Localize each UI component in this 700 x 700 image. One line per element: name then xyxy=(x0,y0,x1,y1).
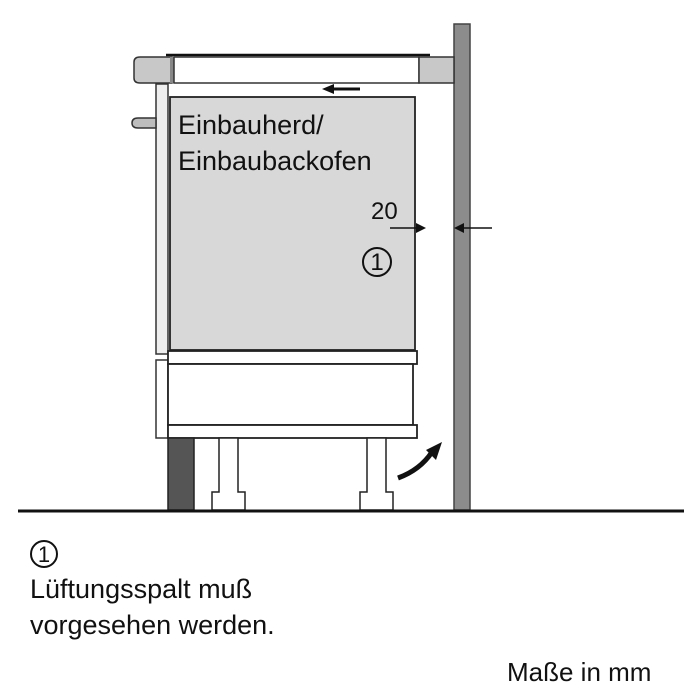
oven-body xyxy=(169,96,416,351)
legend-marker: 1 xyxy=(30,540,58,568)
dimension-arrow-right-head xyxy=(454,223,464,233)
legend-text-line1: Lüftungsspalt muß xyxy=(30,574,253,604)
legend-circle: 1 xyxy=(30,540,58,568)
plinth xyxy=(167,437,195,511)
cabinet-foot-right xyxy=(359,437,394,511)
legend-text-line2: vorgesehen werden. xyxy=(30,610,275,640)
airflow-arrow-head xyxy=(322,84,334,94)
cabinet-side-upper xyxy=(155,83,169,355)
cabinet-side-lower xyxy=(155,359,169,439)
appliance-label-line1: Einbauherd/ xyxy=(178,110,324,140)
cabinet-foot-left xyxy=(211,437,246,511)
countertop-right-cap xyxy=(418,56,455,84)
callout-circle: 1 xyxy=(362,247,392,277)
dimension-arrow-left-head xyxy=(416,223,426,233)
ventilation-arrow-head xyxy=(426,442,442,460)
appliance-label-line2: Einbaubackofen xyxy=(178,146,372,176)
oven-bottom-rail xyxy=(167,350,418,365)
countertop-left-cap-edge xyxy=(170,57,174,83)
units-note: Maße in mm xyxy=(507,657,652,687)
drawer-body xyxy=(167,363,414,426)
cooktop-panel xyxy=(173,56,420,84)
oven-handle xyxy=(131,117,157,129)
countertop-left-cap xyxy=(133,56,173,84)
callout-marker: 1 xyxy=(362,247,392,277)
side-wall xyxy=(453,23,471,511)
dimension-value: 20 xyxy=(371,198,398,225)
ventilation-curved-arrow xyxy=(397,450,435,481)
drawer-bottom-rail xyxy=(167,424,418,439)
